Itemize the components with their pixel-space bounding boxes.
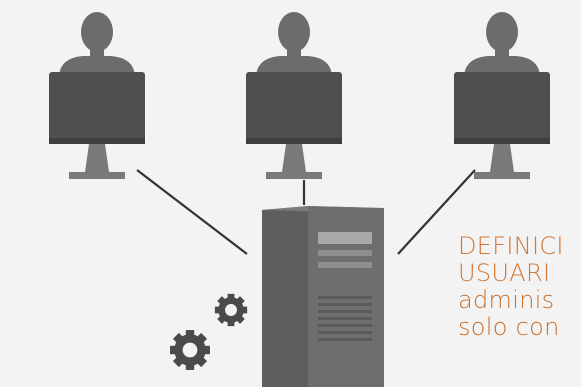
workstation-center — [246, 12, 342, 179]
user-workstation-icon — [49, 12, 145, 179]
user-workstation-icon — [454, 12, 550, 179]
workstation-right — [454, 12, 550, 179]
server-tower-icon — [262, 206, 384, 387]
caption-body-line-2: solo con — [458, 313, 560, 341]
caption-title-line-2: USUARI — [458, 259, 551, 287]
connector-left — [136, 169, 248, 255]
caption-title-line-1: DEFINICI — [458, 232, 564, 260]
caption-body-line-1: adminis — [458, 286, 555, 314]
connectors — [136, 169, 476, 255]
user-workstation-icon — [246, 12, 342, 179]
gears-icon — [170, 294, 247, 370]
connector-right — [397, 169, 476, 255]
workstation-left — [49, 12, 145, 179]
caption-text: DEFINICI USUARI adminis solo con — [458, 233, 581, 341]
